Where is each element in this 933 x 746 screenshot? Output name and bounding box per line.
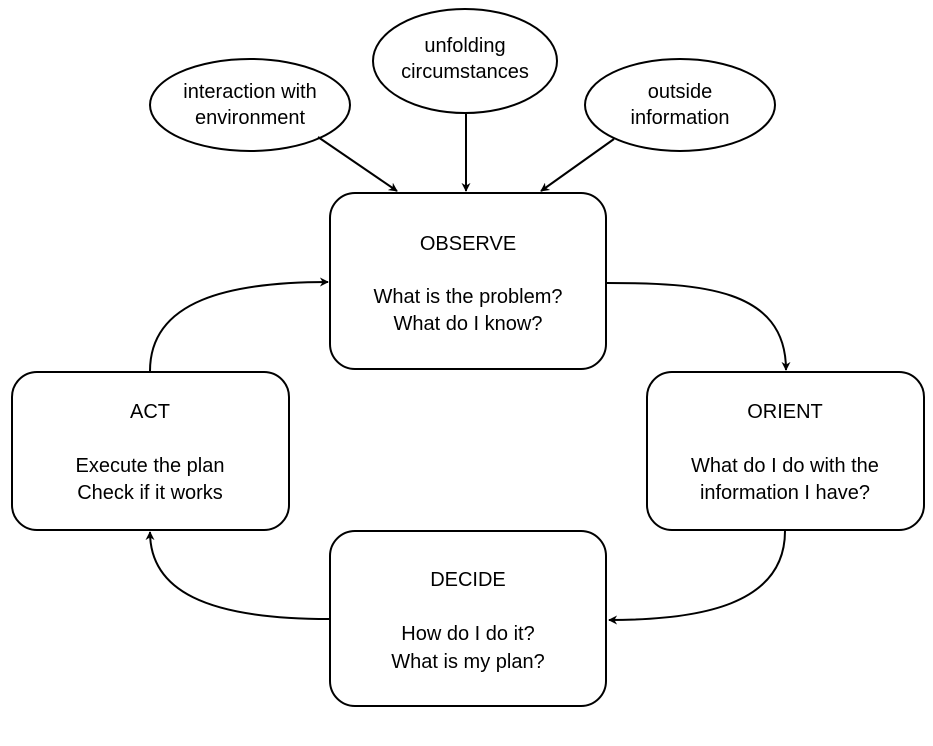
stage-title: DECIDE <box>430 569 506 591</box>
arrow-environment-to-observe <box>317 136 398 192</box>
stage-line-2: What is my plan? <box>391 651 544 673</box>
stage-box <box>646 371 925 531</box>
input-label-line-1: interaction with <box>183 81 316 103</box>
stage-orient: ORIENT What do I do with the information… <box>646 371 925 531</box>
input-outside-information: outside information <box>584 58 776 152</box>
stage-box <box>329 530 607 707</box>
input-label-line-1: outside <box>648 81 713 103</box>
arrow-decide-to-act <box>145 531 330 620</box>
stage-title: ORIENT <box>747 401 823 423</box>
stage-title: OBSERVE <box>420 233 516 255</box>
arrow-information-to-observe <box>540 138 615 192</box>
input-label-line-2: information <box>631 107 730 129</box>
arrow-act-to-observe <box>149 277 329 372</box>
stage-line-1: What do I do with the <box>691 455 879 477</box>
stage-line-1: Execute the plan <box>76 455 225 477</box>
stage-title: ACT <box>130 401 170 423</box>
stage-line-2: information I have? <box>700 482 870 504</box>
input-ellipse <box>584 58 776 152</box>
input-interaction-with-environment: interaction with environment <box>149 58 351 152</box>
stage-line-2: Check if it works <box>77 482 223 504</box>
input-unfolding-circumstances: unfolding circumstances <box>372 8 558 114</box>
stage-line-2: What do I know? <box>394 313 543 335</box>
arrow-observe-to-orient <box>606 282 791 371</box>
input-label-line-2: circumstances <box>401 61 529 83</box>
stage-act: ACT Execute the plan Check if it works <box>11 371 290 531</box>
stage-observe: OBSERVE What is the problem? What do I k… <box>329 192 607 370</box>
stage-box <box>11 371 290 531</box>
stage-decide: DECIDE How do I do it? What is my plan? <box>329 530 607 707</box>
stage-line-1: What is the problem? <box>374 286 563 308</box>
arrow-orient-to-decide <box>608 530 786 625</box>
input-ellipse <box>149 58 351 152</box>
stage-line-1: How do I do it? <box>401 623 534 645</box>
input-ellipse <box>372 8 558 114</box>
input-label-line-2: environment <box>195 107 306 129</box>
input-label-line-1: unfolding <box>424 35 505 57</box>
stage-box <box>329 192 607 370</box>
